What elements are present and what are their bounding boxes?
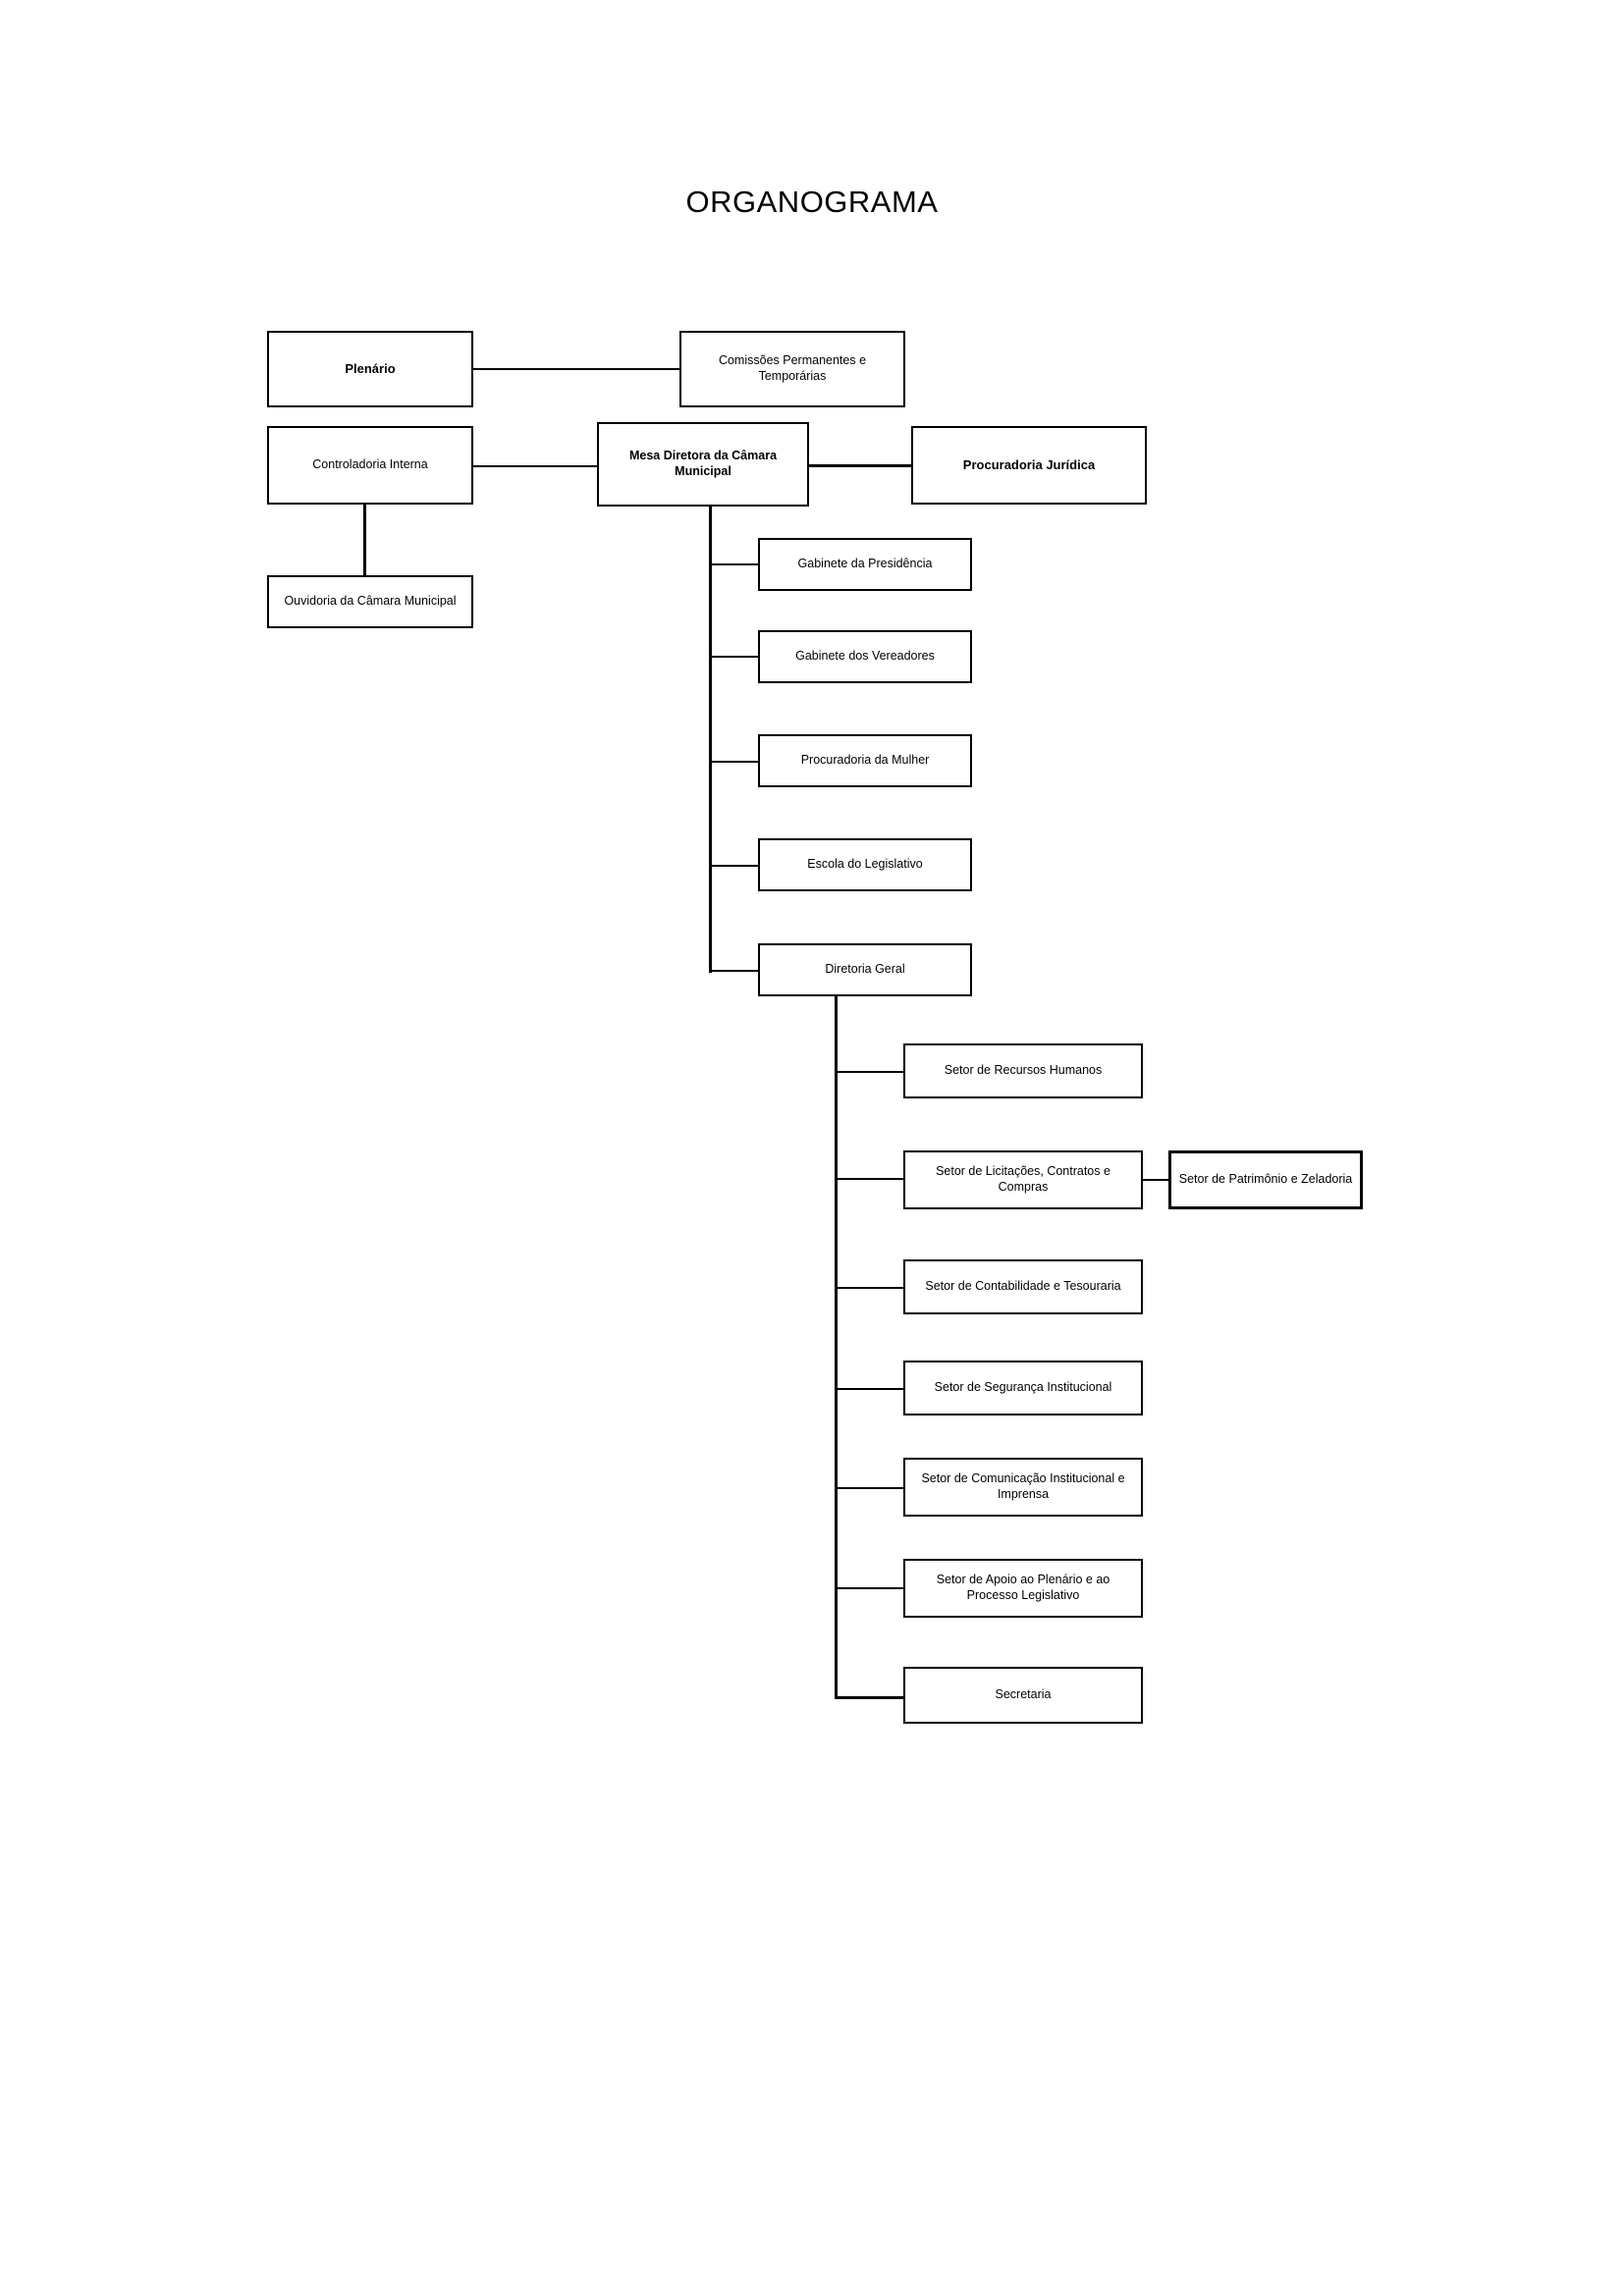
node-setor-apoio-label: Setor de Apoio ao Plenário e ao Processo… <box>936 1573 1110 1602</box>
node-diretoria-geral[interactable]: Diretoria Geral <box>758 943 972 996</box>
node-diretoria-geral-label: Diretoria Geral <box>825 962 905 977</box>
node-setor-recursos-humanos[interactable]: Setor de Recursos Humanos <box>903 1043 1143 1098</box>
node-controladoria-interna[interactable]: Controladoria Interna <box>267 426 473 505</box>
connector-branch-setor-comunicacao <box>837 1487 905 1489</box>
node-gabinete-vereadores[interactable]: Gabinete dos Vereadores <box>758 630 972 683</box>
node-gabinete-presidencia-label: Gabinete da Presidência <box>797 557 933 571</box>
node-secretaria[interactable]: Secretaria <box>903 1667 1143 1724</box>
node-comissoes-label: Comissões Permanentes e Temporárias <box>718 353 867 383</box>
node-secretaria-label: Secretaria <box>995 1687 1052 1702</box>
node-setor-seguranca-label: Setor de Segurança Institucional <box>934 1380 1112 1395</box>
connector-controladoria-ouvidoria <box>363 505 366 585</box>
node-mesa-diretora[interactable]: Mesa Diretora da Câmara Municipal <box>597 422 809 507</box>
connector-branch-gabinete-presidencia <box>711 563 760 565</box>
connector-branch-setor-apoio-plenario <box>837 1587 905 1589</box>
connector-branch-setor-rh <box>837 1071 905 1073</box>
node-setor-contabilidade-label: Setor de Contabilidade e Tesouraria <box>925 1279 1121 1294</box>
node-setor-patrimonio-zeladoria[interactable]: Setor de Patrimônio e Zeladoria <box>1168 1150 1363 1209</box>
page-title: ORGANOGRAMA <box>685 185 939 219</box>
connector-branch-gabinete-vereadores <box>711 656 760 658</box>
node-procuradoria-mulher-label: Procuradoria da Mulher <box>800 753 930 768</box>
node-ouvidoria[interactable]: Ouvidoria da Câmara Municipal <box>267 575 473 628</box>
node-gabinete-vereadores-label: Gabinete dos Vereadores <box>795 649 935 664</box>
connector-branch-secretaria <box>837 1696 905 1699</box>
connector-mesa-procuradoria <box>805 464 913 467</box>
node-escola-legislativo[interactable]: Escola do Legislativo <box>758 838 972 891</box>
node-controladoria-label: Controladoria Interna <box>312 457 428 472</box>
connector-controladoria-mesa <box>465 465 597 467</box>
connector-mesa-trunk <box>709 507 712 973</box>
node-mesa-diretora-label: Mesa Diretora da Câmara Municipal <box>628 449 778 478</box>
node-plenario-label: Plenário <box>345 360 396 376</box>
connector-branch-diretoria-geral <box>711 970 760 972</box>
node-escola-legislativo-label: Escola do Legislativo <box>807 857 923 872</box>
connector-plenario-comissoes <box>465 368 681 370</box>
connector-diretoria-trunk <box>835 996 838 1699</box>
connector-branch-setor-licitacoes <box>837 1178 905 1180</box>
node-setor-comunicacao-imprensa[interactable]: Setor de Comunicação Institucional e Imp… <box>903 1458 1143 1517</box>
node-setor-rh-label: Setor de Recursos Humanos <box>944 1063 1103 1078</box>
node-procuradoria-mulher[interactable]: Procuradoria da Mulher <box>758 734 972 787</box>
node-setor-seguranca-institucional[interactable]: Setor de Segurança Institucional <box>903 1361 1143 1415</box>
connector-branch-procuradoria-mulher <box>711 761 760 763</box>
connector-branch-setor-contabilidade <box>837 1287 905 1289</box>
node-setor-licitacoes-contratos-compras[interactable]: Setor de Licitações, Contratos e Compras <box>903 1150 1143 1209</box>
node-plenario[interactable]: Plenário <box>267 331 473 407</box>
connector-branch-escola-legislativo <box>711 865 760 867</box>
node-setor-patrimonio-label: Setor de Patrimônio e Zeladoria <box>1178 1172 1353 1187</box>
node-gabinete-presidencia[interactable]: Gabinete da Presidência <box>758 538 972 591</box>
node-procuradoria-juridica-label: Procuradoria Jurídica <box>962 456 1096 472</box>
connector-branch-setor-seguranca <box>837 1388 905 1390</box>
node-ouvidoria-label: Ouvidoria da Câmara Municipal <box>284 594 457 609</box>
node-procuradoria-juridica[interactable]: Procuradoria Jurídica <box>911 426 1147 505</box>
node-setor-contabilidade-tesouraria[interactable]: Setor de Contabilidade e Tesouraria <box>903 1259 1143 1314</box>
node-setor-comunicacao-label: Setor de Comunicação Institucional e Imp… <box>921 1471 1125 1501</box>
connector-licitacoes-patrimonio <box>1143 1179 1170 1181</box>
node-setor-apoio-plenario-processo-legislativo[interactable]: Setor de Apoio ao Plenário e ao Processo… <box>903 1559 1143 1618</box>
node-comissoes-permanentes-temporarias[interactable]: Comissões Permanentes e Temporárias <box>679 331 905 407</box>
node-setor-licitacoes-label: Setor de Licitações, Contratos e Compras <box>936 1164 1110 1194</box>
